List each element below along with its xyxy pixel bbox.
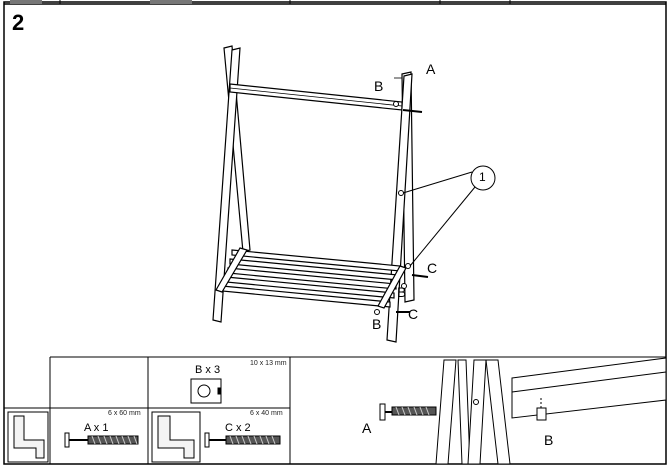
screw-a-size: 6 x 60 mm	[108, 410, 141, 417]
allen-key-icon-2	[151, 411, 201, 463]
screw-a-icon	[64, 432, 139, 448]
clothes-rack-illustration	[212, 45, 415, 343]
dowel-nut-icon	[190, 378, 222, 404]
screw-c-icon	[204, 432, 281, 448]
hardware-markers	[374, 101, 429, 315]
callout-b-label-right: B	[397, 284, 407, 300]
callout-c-label-bottom: C	[408, 306, 419, 322]
screw-c-size: 6 x 40 mm	[250, 410, 283, 417]
detail-label-a: A	[362, 420, 372, 436]
allen-key-icon	[7, 411, 49, 463]
callout-c-label-right: C	[427, 260, 438, 276]
detail-label-b: B	[544, 432, 554, 448]
dowel-size: 10 x 13 mm	[250, 360, 287, 367]
callout-b-label-top: B	[374, 78, 384, 94]
callout-a-label: A	[426, 61, 436, 77]
detail-view	[379, 357, 667, 465]
callout-1-graphic	[402, 165, 496, 267]
screw-c-label: C x 2	[225, 422, 251, 434]
screw-a-label: A x 1	[84, 422, 109, 434]
dowel-label: B x 3	[195, 364, 221, 376]
callout-b-label-bottom: B	[372, 316, 382, 332]
step-number: 2	[12, 10, 25, 35]
callout-1-label: 1	[479, 170, 486, 184]
parts-table-grid	[4, 356, 666, 464]
